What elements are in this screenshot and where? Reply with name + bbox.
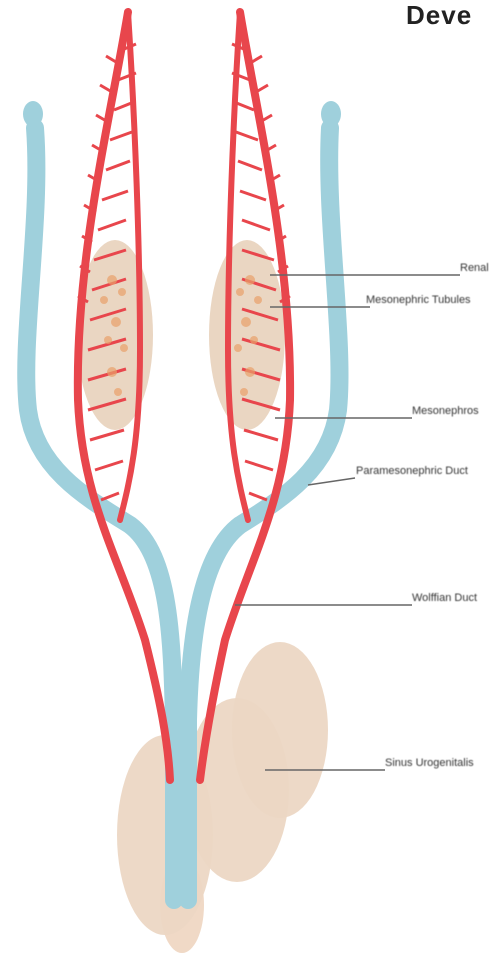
label-sinus-urogenitalis: Sinus Urogenitalis (385, 757, 474, 769)
leader-line-4 (308, 478, 355, 485)
label-mesonephros: Mesonephros (412, 405, 479, 417)
label-paramesonephric-duct: Paramesonephric Duct (356, 465, 468, 477)
urogenital-sinus (117, 642, 328, 953)
label-wolffian-duct: Wolffian Duct (412, 592, 477, 604)
label-mesonephric-tubules: Mesonephric Tubules (366, 294, 471, 306)
label-renal: Renal (460, 262, 489, 274)
